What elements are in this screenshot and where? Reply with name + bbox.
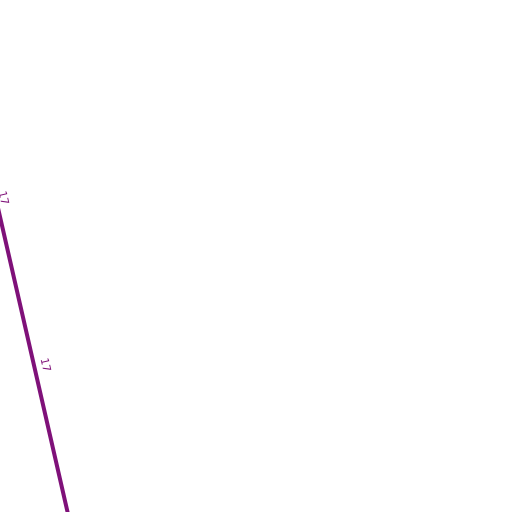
road-17[interactable] xyxy=(0,207,70,512)
road-label-17-lower: 17 xyxy=(38,357,54,374)
road-label-17-upper: 17 xyxy=(0,190,11,207)
